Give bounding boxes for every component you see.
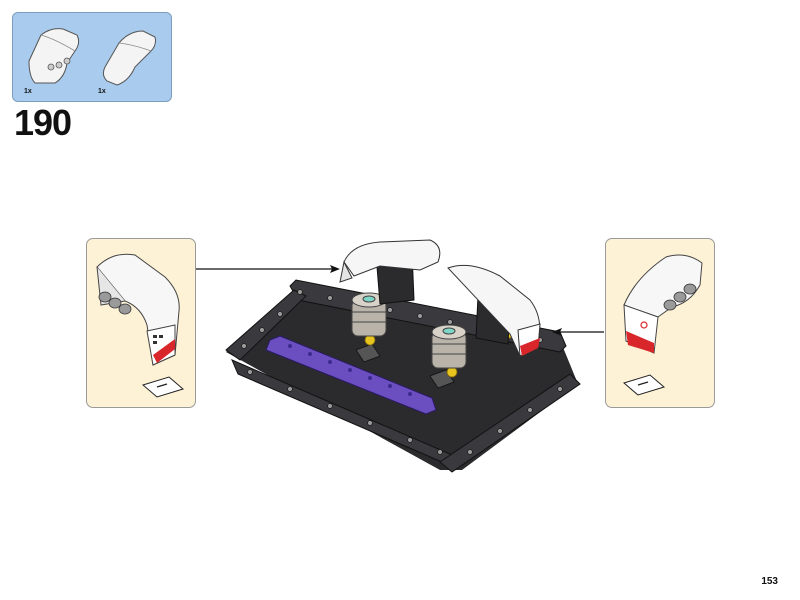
curved-panel-left-icon bbox=[28, 28, 80, 84]
part-count: 1x bbox=[98, 88, 106, 95]
curved-panel-right-icon bbox=[102, 30, 156, 86]
page-number: 153 bbox=[761, 576, 778, 587]
callout-right bbox=[605, 238, 715, 408]
panel-sub-assembly-right-icon bbox=[622, 254, 703, 396]
callout-left bbox=[86, 238, 196, 408]
part-count: 1x bbox=[24, 88, 32, 95]
parts-list-box: 1x 1x bbox=[12, 12, 172, 102]
panel-sub-assembly-left-icon bbox=[96, 253, 185, 398]
step-number: 190 bbox=[14, 102, 72, 143]
